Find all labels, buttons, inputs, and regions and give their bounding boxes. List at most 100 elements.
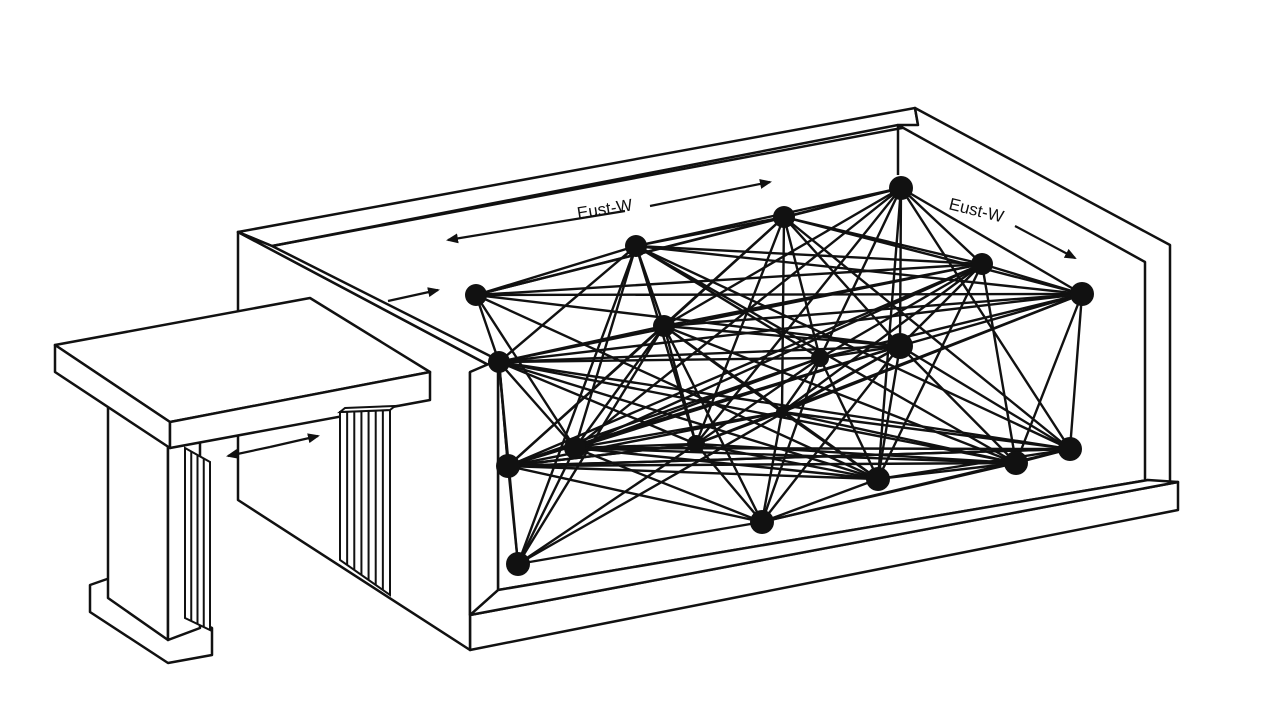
network-node <box>866 467 890 491</box>
network-edge <box>497 360 1018 465</box>
network-node <box>564 437 586 459</box>
network-edge <box>780 262 984 414</box>
network-edge <box>818 186 903 360</box>
network-edge <box>634 244 984 266</box>
network-edges <box>474 186 1084 566</box>
network-edge <box>898 344 1018 465</box>
network-edge <box>780 356 822 414</box>
network-edge <box>573 262 984 450</box>
network-edge <box>497 344 902 364</box>
network-edge <box>497 360 577 450</box>
network-node <box>889 176 913 200</box>
network-edge <box>899 186 1084 296</box>
network-node <box>773 206 795 228</box>
network-edge <box>506 442 698 468</box>
network-edge <box>780 215 786 414</box>
network-edge <box>573 446 764 524</box>
arrow-top-right <box>649 179 772 208</box>
network-edge <box>516 244 638 566</box>
network-node <box>506 552 530 576</box>
network-edge <box>474 292 1084 297</box>
network-edge <box>980 262 1018 465</box>
gate-left <box>184 446 211 632</box>
network-edge <box>573 324 666 450</box>
network-node <box>687 435 705 453</box>
network-node <box>750 510 774 534</box>
network-edge <box>506 262 984 468</box>
enclosure-inner-edge <box>271 123 899 248</box>
network-node <box>625 235 647 257</box>
arrow-gate-left <box>226 445 271 459</box>
network-edge <box>506 410 784 468</box>
network-nodes <box>465 176 1094 576</box>
network-edge <box>474 262 984 297</box>
network-node <box>653 315 675 337</box>
network-edge <box>474 293 577 450</box>
network-edge <box>694 442 880 481</box>
network-node <box>811 349 829 367</box>
network-edge <box>497 360 1072 451</box>
network-edge <box>898 292 1084 348</box>
arrow-label-right: Eust-W <box>947 194 1006 226</box>
network-edge <box>782 215 1084 296</box>
network-edge <box>662 324 902 348</box>
network-edge <box>573 186 903 450</box>
network-node <box>887 333 913 359</box>
network-edge <box>1014 292 1084 465</box>
network-edge <box>694 442 1018 465</box>
network-edge <box>980 262 1084 296</box>
network-node <box>776 406 788 418</box>
network-edge <box>474 293 501 364</box>
network-edge <box>662 324 1018 465</box>
network-edge <box>782 186 903 219</box>
network-edge <box>760 410 784 524</box>
network-edge <box>662 186 903 328</box>
network-node <box>1004 451 1028 475</box>
network-edge <box>497 360 698 446</box>
network-edge <box>506 461 1018 468</box>
network-edge <box>634 244 1084 296</box>
network-edge <box>1068 292 1084 451</box>
network-edge <box>506 464 520 566</box>
network-edge <box>898 344 1072 451</box>
network-edge <box>474 244 638 297</box>
network-node <box>465 284 487 306</box>
network-edge <box>662 324 698 446</box>
network-edge <box>780 410 1018 465</box>
arrow-label-top: Eust-W <box>576 195 634 222</box>
network-edge <box>573 244 638 450</box>
network-edge <box>516 442 698 566</box>
enclosure-right-wall <box>896 106 1172 492</box>
network-edge <box>474 293 880 481</box>
enclosure-left-wall-edge <box>468 358 500 617</box>
arrow-gate-right <box>269 433 320 449</box>
network-edge <box>516 344 902 566</box>
network-edge <box>818 344 902 360</box>
network-edge <box>516 446 577 566</box>
network-edge <box>782 215 902 348</box>
arrow-top-left <box>446 209 626 244</box>
network-edge <box>876 344 902 481</box>
network-node <box>496 454 520 478</box>
pedestal-top-side <box>168 370 432 450</box>
network-edge <box>780 410 1072 451</box>
network-edge <box>694 410 784 446</box>
network-edge <box>634 186 903 248</box>
network-edge <box>506 464 880 481</box>
arrow-right-side <box>1014 225 1077 259</box>
network-edge <box>497 360 880 481</box>
network-edge <box>760 477 880 524</box>
network-edge <box>876 262 984 481</box>
network-edge <box>516 324 666 566</box>
network-edge <box>497 356 822 364</box>
gate-right <box>336 404 399 597</box>
network-node <box>971 253 993 275</box>
network-edge <box>760 344 902 524</box>
network-edge <box>780 410 880 481</box>
network-node <box>488 351 510 373</box>
network-node <box>1070 282 1094 306</box>
network-edge <box>898 186 903 348</box>
network-edge <box>516 520 764 566</box>
